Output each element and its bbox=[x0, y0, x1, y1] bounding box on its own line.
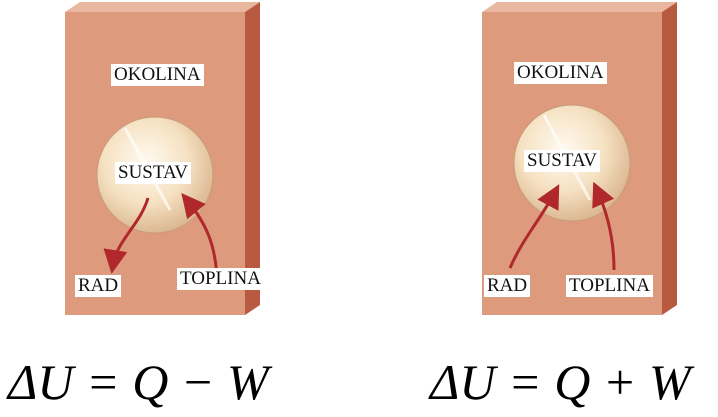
first-law-equation-work-in: ΔU = Q + W bbox=[430, 354, 691, 410]
first-law-equation-work-out: ΔU = Q − W bbox=[8, 354, 269, 410]
work-arrow bbox=[508, 184, 560, 269]
work-label: RAD bbox=[484, 275, 531, 297]
panel-work-in: OKOLINA SUSTAV RAD TOPLINA bbox=[462, 0, 718, 330]
surroundings-box-illustration bbox=[65, 2, 260, 315]
system-label: SUSTAV bbox=[524, 150, 600, 172]
box-top-face bbox=[65, 2, 260, 12]
surroundings-label: OKOLINA bbox=[514, 62, 607, 84]
work-label: RAD bbox=[75, 275, 122, 297]
heat-label: TOPLINA bbox=[177, 268, 264, 290]
surroundings-box-illustration bbox=[482, 2, 677, 315]
work-arrow bbox=[103, 197, 150, 274]
heat-arrow bbox=[592, 181, 616, 271]
system-label: SUSTAV bbox=[115, 162, 191, 184]
heat-label: TOPLINA bbox=[566, 275, 653, 297]
panel-work-out: OKOLINA SUSTAV RAD TOPLINA bbox=[45, 0, 345, 330]
box-side-face bbox=[245, 2, 260, 315]
box-side-face bbox=[662, 2, 677, 315]
box-top-face bbox=[482, 2, 677, 12]
surroundings-label: OKOLINA bbox=[111, 64, 204, 86]
